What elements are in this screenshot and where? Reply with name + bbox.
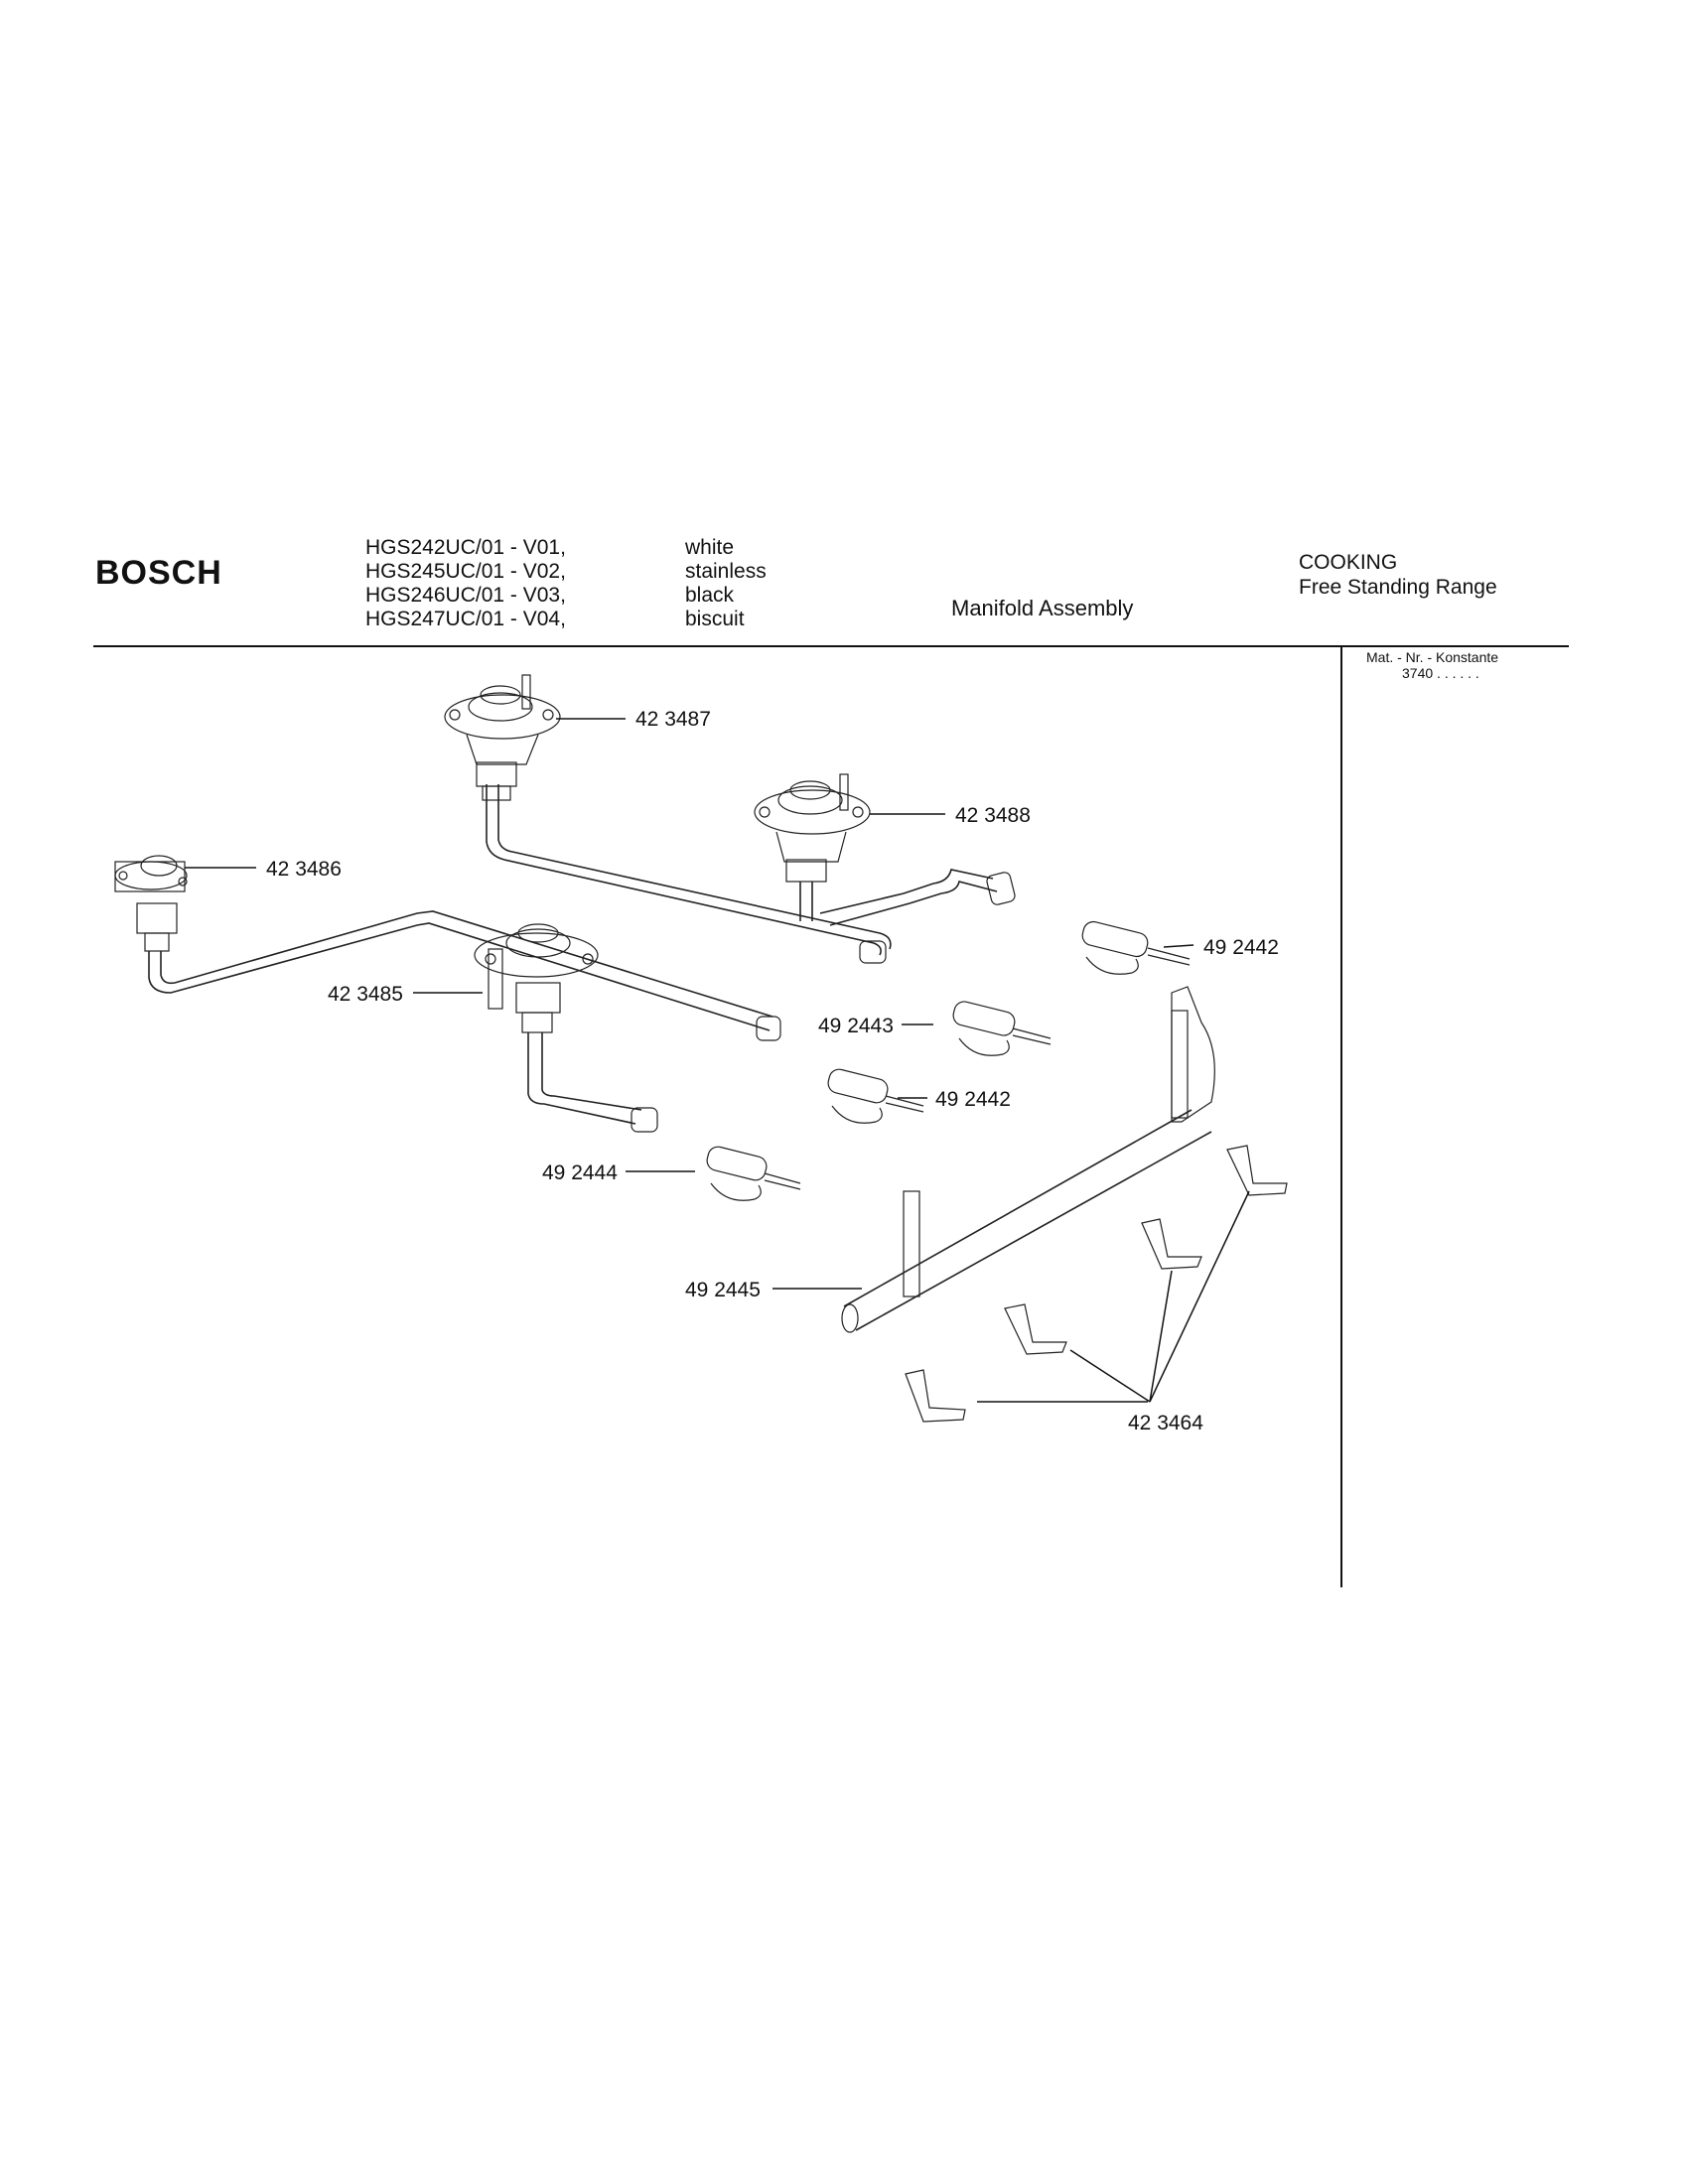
- callout-423485: 42 3485: [328, 983, 403, 1006]
- header-divider: [93, 645, 1569, 647]
- callout-423488: 42 3488: [955, 804, 1031, 827]
- callout-423487: 42 3487: [635, 708, 711, 731]
- callout-423464: 42 3464: [1128, 1412, 1203, 1434]
- burner-valve-423486: [114, 855, 188, 952]
- upper-manifold-pipe: [486, 784, 1016, 964]
- burner-valve-423487: [444, 674, 561, 801]
- burner-valve-423488: [754, 773, 871, 921]
- category-sub: Free Standing Range: [1299, 576, 1497, 599]
- color-item: biscuit: [685, 608, 745, 630]
- color-item: stainless: [685, 560, 767, 583]
- lower-manifold-pipe: [148, 910, 781, 1133]
- callout-492442-middle: 49 2442: [935, 1088, 1011, 1111]
- color-item: black: [685, 584, 735, 607]
- mat-nr-label: Mat. - Nr. - Konstante: [1366, 649, 1499, 665]
- valve-492444: [706, 1146, 801, 1201]
- model-item: HGS247UC/01 - V04,: [365, 608, 566, 630]
- color-item: white: [685, 536, 735, 559]
- manifold-bar-492445: [841, 986, 1215, 1333]
- clips-423464: [905, 1145, 1288, 1423]
- callout-492443: 49 2443: [818, 1015, 894, 1037]
- model-item: HGS246UC/01 - V03,: [365, 584, 566, 607]
- side-panel-divider: [1340, 646, 1342, 1587]
- model-item: HGS242UC/01 - V01,: [365, 536, 566, 559]
- brand-logo: BOSCH: [95, 554, 222, 592]
- category-block: COOKING Free Standing Range: [1299, 550, 1497, 600]
- valve-492443: [952, 1001, 1052, 1056]
- category-main: COOKING: [1299, 551, 1398, 574]
- callout-423486: 42 3486: [266, 858, 342, 881]
- color-list: white stainless black biscuit: [685, 536, 767, 631]
- callout-492445: 49 2445: [685, 1279, 761, 1301]
- callout-492444: 49 2444: [542, 1161, 618, 1184]
- mat-nr-value: 3740 . . . . . .: [1402, 665, 1479, 681]
- valve-492442-middle: [827, 1068, 924, 1124]
- model-item: HGS245UC/01 - V02,: [365, 560, 566, 583]
- page-title: Manifold Assembly: [951, 596, 1134, 620]
- model-list: HGS242UC/01 - V01, HGS245UC/01 - V02, HG…: [365, 536, 566, 631]
- valve-492442-upper: [1081, 920, 1191, 975]
- burner-valve-423485: [474, 923, 599, 1033]
- callout-492442-upper: 49 2442: [1203, 936, 1279, 959]
- leader-lines: [185, 718, 1250, 1403]
